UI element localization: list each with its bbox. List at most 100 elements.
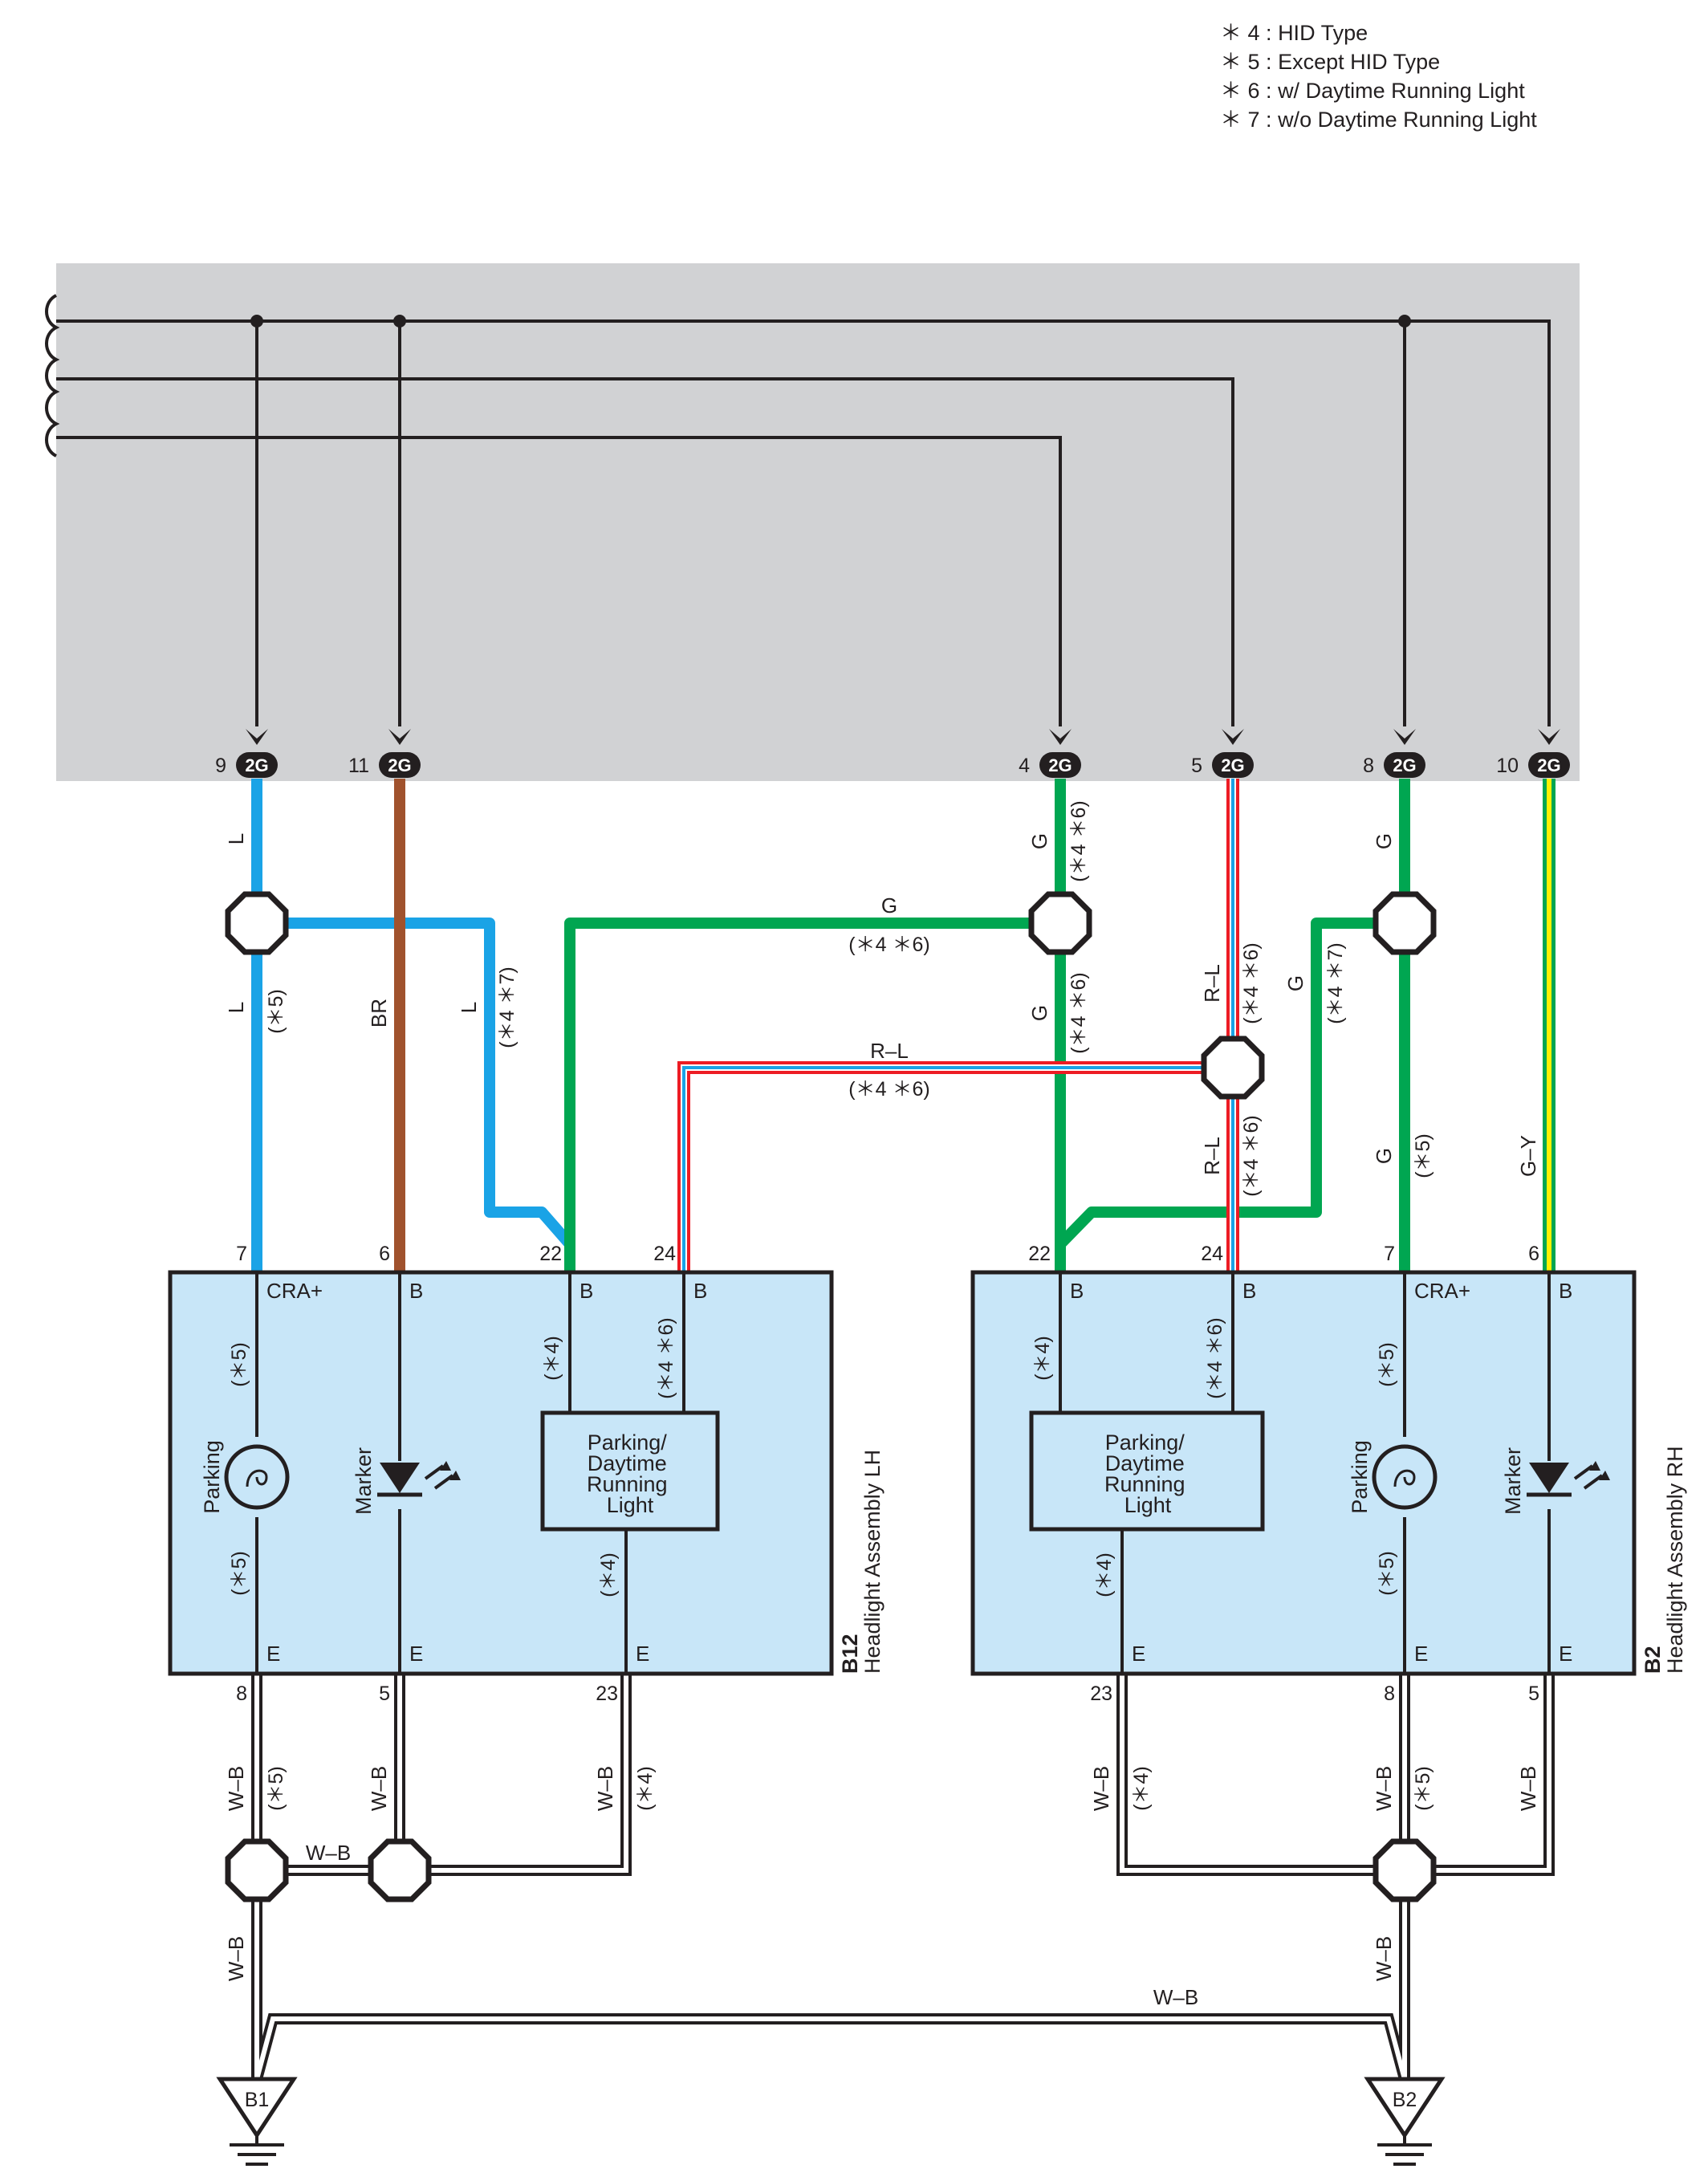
svg-text:(＊5): (＊5): [228, 1551, 250, 1596]
marker-label: Marker: [352, 1447, 376, 1515]
svg-text:2G: 2G: [1221, 755, 1244, 775]
legend-item-6: ＊ 6 : w/ Daytime Running Light: [1220, 79, 1525, 103]
svg-text:24: 24: [653, 1243, 676, 1265]
svg-text:8: 8: [1363, 755, 1374, 777]
svg-text:(＊4): (＊4): [1093, 1552, 1116, 1597]
svg-text:W–B: W–B: [593, 1766, 617, 1811]
svg-text:W–B: W–B: [1372, 1766, 1396, 1811]
svg-text:6: 6: [1528, 1243, 1539, 1265]
svg-text:(＊4): (＊4): [1031, 1336, 1054, 1381]
svg-text:W–B: W–B: [224, 1936, 248, 1981]
pin-9: 2G 9: [215, 752, 278, 778]
svg-text:L: L: [224, 833, 248, 844]
svg-text:8: 8: [236, 1683, 247, 1705]
ground-b2: B2: [1364, 2077, 1446, 2166]
svg-text:B: B: [693, 1279, 707, 1303]
pin-10: 2G 10: [1496, 752, 1570, 778]
drl-module-label: Parking/ Daytime Running Light: [587, 1430, 673, 1517]
junction-connectors: [225, 891, 1437, 1902]
svg-text:W–B: W–B: [1516, 1766, 1540, 1811]
svg-text:G: G: [1372, 1148, 1396, 1164]
svg-text:8: 8: [1384, 1683, 1395, 1705]
svg-text:2G: 2G: [1393, 755, 1416, 775]
svg-text:G: G: [1372, 833, 1396, 849]
drl-module: [1029, 1410, 1265, 1532]
svg-text:5: 5: [379, 1683, 390, 1705]
svg-text:6: 6: [379, 1243, 390, 1265]
svg-text:(＊5): (＊5): [265, 1766, 287, 1811]
parking-label: Parking: [1348, 1440, 1372, 1514]
svg-text:W–B: W–B: [1089, 1766, 1113, 1811]
partial-break-marks: [45, 294, 60, 458]
svg-text:(＊4 ＊7): (＊4 ＊7): [496, 966, 518, 1048]
junction-wb-lh-2: [368, 1838, 432, 1902]
svg-text:23: 23: [1090, 1683, 1112, 1705]
svg-text:(＊4): (＊4): [634, 1766, 657, 1811]
svg-text:E: E: [1559, 1642, 1572, 1666]
svg-text:7: 7: [236, 1243, 247, 1265]
svg-text:E: E: [1132, 1642, 1145, 1666]
svg-text:(＊4): (＊4): [597, 1552, 620, 1597]
svg-text:7: 7: [1384, 1243, 1395, 1265]
junction-wb-lh-1: [225, 1838, 289, 1902]
svg-text:(＊4): (＊4): [541, 1336, 563, 1381]
svg-text:(＊4 ＊6): (＊4 ＊6): [848, 1078, 929, 1101]
svg-text:B: B: [1242, 1279, 1256, 1303]
pin-11: 2G 11: [348, 752, 421, 778]
upstream-junctions: [250, 315, 1411, 328]
svg-text:2G: 2G: [388, 755, 411, 775]
assembly-name-rh: Headlight Assembly RH: [1663, 1446, 1687, 1674]
svg-text:CRA+: CRA+: [266, 1279, 323, 1303]
connector-2g-pins: 2G 9 2G 11 2G 4 2G 5 2G 8 2G 10: [215, 752, 1570, 778]
svg-text:R–L: R–L: [1200, 1137, 1224, 1175]
svg-text:(＊4 ＊6): (＊4 ＊6): [1240, 1115, 1263, 1196]
junction-l: [225, 891, 289, 955]
svg-text:(＊5): (＊5): [1412, 1766, 1434, 1811]
svg-text:E: E: [636, 1642, 649, 1666]
wire-g-green: [564, 779, 1410, 1272]
svg-text:22: 22: [1028, 1243, 1051, 1265]
svg-text:24: 24: [1201, 1243, 1223, 1265]
svg-text:E: E: [266, 1642, 280, 1666]
svg-text:11: 11: [348, 755, 369, 777]
svg-text:2G: 2G: [1537, 755, 1560, 775]
svg-text:B: B: [580, 1279, 593, 1303]
junction-g-lh: [1028, 891, 1092, 955]
svg-text:(＊4 ＊6): (＊4 ＊6): [655, 1317, 677, 1398]
svg-text:B1: B1: [245, 2089, 270, 2111]
svg-text:2G: 2G: [1048, 755, 1072, 775]
wire-l-blue: [251, 779, 575, 1272]
svg-text:4: 4: [1019, 755, 1030, 777]
svg-text:G–Y: G–Y: [1516, 1135, 1540, 1177]
ground-wires: [251, 1674, 1555, 2081]
wire-labels: L L (＊5) BR L (＊4 ＊7) G (＊4 ＊6) G (＊4 ＊6…: [224, 800, 1540, 2009]
svg-text:W–B: W–B: [224, 1766, 248, 1811]
svg-text:10: 10: [1496, 755, 1519, 777]
svg-text:22: 22: [539, 1243, 562, 1265]
pin-8: 2G 8: [1363, 752, 1425, 778]
junction-g-rh: [1372, 891, 1437, 955]
svg-text:L: L: [457, 1002, 481, 1013]
svg-text:(＊4 ＊6): (＊4 ＊6): [1240, 942, 1263, 1023]
junction-rl: [1201, 1036, 1265, 1100]
svg-text:(＊5): (＊5): [1412, 1133, 1434, 1178]
svg-text:9: 9: [215, 755, 226, 777]
svg-text:(＊5): (＊5): [1376, 1551, 1398, 1596]
svg-text:(＊4 ＊6): (＊4 ＊6): [1204, 1317, 1226, 1398]
svg-text:CRA+: CRA+: [1414, 1279, 1470, 1303]
svg-text:(＊5): (＊5): [1376, 1342, 1398, 1387]
svg-text:W–B: W–B: [367, 1766, 391, 1811]
svg-text:(＊4 ＊7): (＊4 ＊7): [1324, 942, 1347, 1023]
svg-text:23: 23: [596, 1683, 618, 1705]
svg-text:5: 5: [1528, 1683, 1539, 1705]
svg-text:B2: B2: [1393, 2089, 1417, 2111]
svg-text:E: E: [409, 1642, 423, 1666]
svg-text:W–B: W–B: [1153, 1985, 1198, 2009]
svg-text:R–L: R–L: [1200, 964, 1224, 1003]
svg-text:(＊4 ＊6): (＊4 ＊6): [1068, 972, 1090, 1053]
svg-text:B: B: [409, 1279, 423, 1303]
drl-module-label: Parking/ Daytime Running Light: [1104, 1430, 1191, 1517]
svg-text:2G: 2G: [245, 755, 268, 775]
svg-text:BR: BR: [367, 999, 391, 1027]
svg-text:(＊5): (＊5): [228, 1342, 250, 1387]
